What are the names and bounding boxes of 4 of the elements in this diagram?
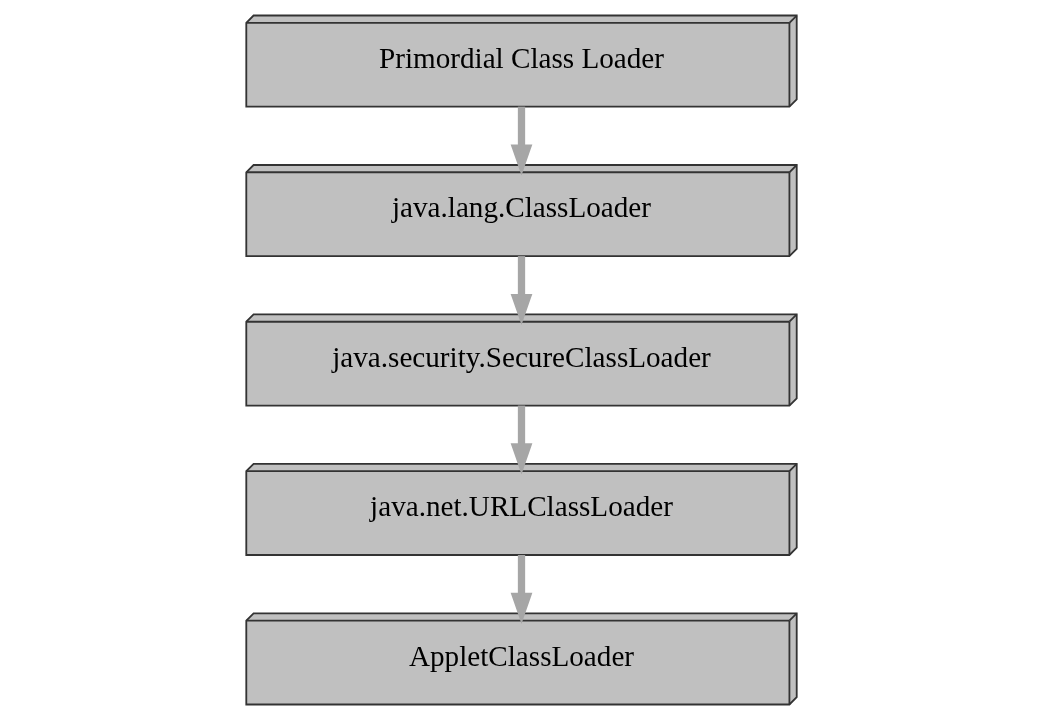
arrow — [510, 106, 533, 176]
arrow — [510, 405, 533, 475]
arrow — [510, 256, 533, 325]
arrow — [510, 555, 533, 624]
